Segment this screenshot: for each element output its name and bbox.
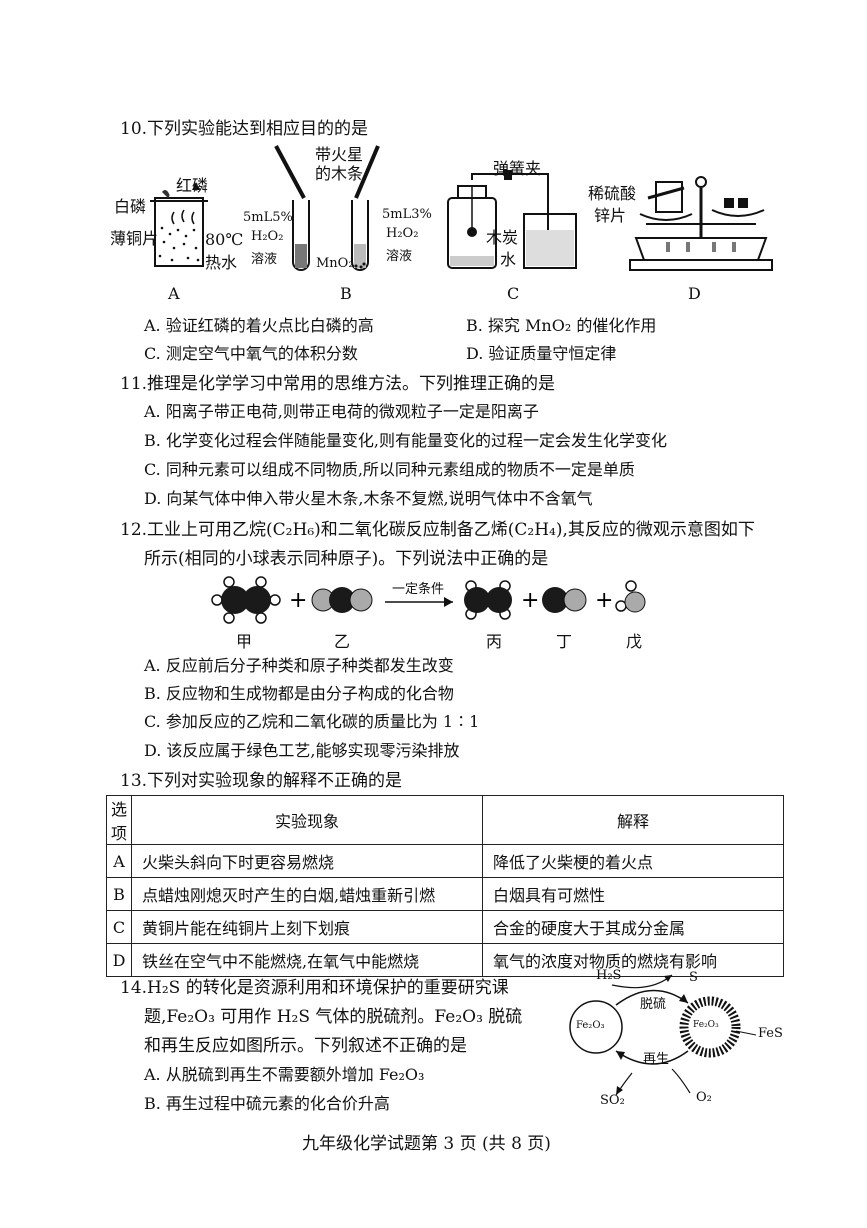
white-phosphorus-label: 白磷 (114, 197, 147, 216)
row-phenomenon: 火柴头斜向下时更容易燃烧 (131, 844, 483, 878)
q10-figure-a (150, 182, 208, 267)
figure-d-caption: D (688, 284, 701, 303)
q11-option-a: A. 阳离子带正电荷,则带正电荷的微观粒子一定是阳离子 (144, 402, 539, 421)
s-label: S (689, 970, 698, 985)
copper-sheet-label: 薄铜片 (110, 229, 159, 248)
hot-water-label: 热水 (205, 253, 238, 272)
row-explanation: 降低了火柴梗的着火点 (482, 844, 784, 878)
q10-stem: 10.下列实验能达到相应目的的是 (120, 119, 369, 139)
charcoal-label: 木炭 (486, 228, 519, 247)
molecule-label-ding: 丁 (556, 632, 573, 651)
row-explanation: 白烟具有可燃性 (482, 877, 784, 911)
temperature-label: 80℃ (205, 230, 244, 249)
water-label: 水 (500, 250, 517, 269)
q10-option-a: A. 验证红磷的着火点比白磷的高 (144, 316, 374, 335)
q12-option-d: D. 该反应属于绿色工艺,能够实现零污染排放 (144, 741, 460, 760)
svg-text:+: + (595, 588, 613, 613)
q11-option-c: C. 同种元素可以组成不同物质,所以同种元素组成的物质不一定是单质 (144, 460, 635, 479)
right-tube-label-3: 溶液 (386, 249, 413, 264)
q14-option-b: B. 再生过程中硫元素的化合价升高 (144, 1094, 390, 1113)
q12-stem-line2: 所示(相同的小球表示同种原子)。下列说法中正确的是 (144, 549, 549, 569)
so2-label: SO₂ (600, 1093, 625, 1108)
condition-label: 一定条件 (392, 582, 445, 597)
q12-molecular-diagram: + + + (211, 576, 646, 624)
row-phenomenon: 黄铜片能在纯铜片上刻下划痕 (131, 910, 483, 944)
table-row: C 黄铜片能在纯铜片上刻下划痕 合金的硬度大于其成分金属 (106, 910, 784, 944)
spring-clamp-label: 弹簧夹 (493, 159, 542, 178)
q10-figure-b (274, 145, 380, 271)
red-phosphorus-label: 红磷 (176, 176, 209, 195)
regeneration-label: 再生 (643, 1052, 670, 1067)
table-row: B 点蜡烛刚熄灭时产生的白烟,蜡烛重新引燃 白烟具有可燃性 (106, 877, 784, 911)
q14-stem-line2: 题,Fe₂O₃ 可用作 H₂S 气体的脱硫剂。Fe₂O₃ 脱硫 (144, 1007, 523, 1027)
row-option: A (106, 844, 132, 878)
desulfurization-label: 脱硫 (640, 997, 667, 1012)
splint-label-line1: 带火星 (315, 145, 364, 164)
table-row: D 铁丝在空气中不能燃烧,在氧气中能燃烧 氧气的浓度对物质的燃烧有影响 (106, 943, 784, 977)
q14-stem-line3: 和再生反应如图所示。下列叙述不正确的是 (144, 1036, 467, 1056)
fe2o3-right-label: Fe₂O₃ (693, 1020, 719, 1030)
q12-stem-line1: 12.工业上可用乙烷(C₂H₆)和二氧化碳反应制备乙烯(C₂H₄),其反应的微观… (120, 520, 755, 540)
right-tube-label-2: H₂O₂ (386, 226, 419, 241)
row-explanation: 氧气的浓度对物质的燃烧有影响 (482, 943, 784, 977)
dilute-sulfuric-acid-label: 稀硫酸 (588, 184, 637, 203)
left-tube-label-2: H₂O₂ (251, 229, 284, 244)
figure-b-caption: B (340, 284, 352, 303)
svg-text:+: + (289, 588, 307, 613)
q14-option-a: A. 从脱硫到再生不需要额外增加 Fe₂O₃ (144, 1065, 425, 1084)
header-explanation: 解释 (482, 795, 784, 845)
header-phenomenon: 实验现象 (131, 795, 483, 845)
q14-cycle-diagram (569, 974, 757, 1096)
table-header-row: 选项 实验现象 解释 (106, 795, 784, 845)
q12-option-b: B. 反应物和生成物都是由分子构成的化合物 (144, 684, 454, 703)
q10-figure-d (629, 176, 773, 271)
mno2-label: MnO₂ (316, 256, 354, 271)
molecule-label-jia: 甲 (236, 632, 253, 651)
o2-label: O₂ (696, 1090, 712, 1105)
q11-option-b: B. 化学变化过程会伴随能量变化,则有能量变化的过程一定会发生化学变化 (144, 431, 668, 450)
q12-option-c: C. 参加反应的乙烷和二氧化碳的质量比为 1∶1 (144, 712, 480, 731)
svg-text:+: + (521, 588, 539, 613)
q11-stem: 11.推理是化学学习中常用的思维方法。下列推理正确的是 (120, 374, 556, 394)
q13-table: 选项 实验现象 解释 A 火柴头斜向下时更容易燃烧 降低了火柴梗的着火点 B 点… (106, 795, 784, 977)
zinc-label: 锌片 (594, 206, 627, 225)
h2s-label: H₂S (596, 968, 622, 983)
row-phenomenon: 点蜡烛刚熄灭时产生的白烟,蜡烛重新引燃 (131, 877, 483, 911)
q10-option-b: B. 探究 MnO₂ 的催化作用 (466, 316, 657, 335)
molecule-label-bing: 丙 (486, 632, 503, 651)
left-tube-label-1: 5mL5% (243, 210, 293, 225)
molecule-label-yi: 乙 (334, 632, 351, 651)
row-explanation: 合金的硬度大于其成分金属 (482, 910, 784, 944)
page-footer: 九年级化学试题第 3 页 (共 8 页) (302, 1134, 551, 1154)
figure-c-caption: C (507, 284, 520, 303)
right-tube-label-1: 5mL3% (382, 207, 432, 222)
fes-label: FeS (758, 1026, 783, 1041)
left-tube-label-3: 溶液 (251, 252, 278, 267)
row-option: D (106, 943, 132, 977)
figure-a-caption: A (168, 284, 180, 303)
table-row: A 火柴头斜向下时更容易燃烧 降低了火柴梗的着火点 (106, 844, 784, 878)
q10-option-d: D. 验证质量守恒定律 (466, 344, 617, 363)
fe2o3-left-label: Fe₂O₃ (576, 1020, 605, 1031)
q14-stem-line1: 14.H₂S 的转化是资源利用和环境保护的重要研究课 (120, 978, 509, 998)
header-option: 选项 (106, 795, 132, 845)
q13-stem: 13.下列对实验现象的解释不正确的是 (120, 771, 403, 791)
q12-option-a: A. 反应前后分子种类和原子种类都发生改变 (144, 656, 454, 675)
splint-label-line2: 的木条 (315, 164, 364, 183)
q10-option-c: C. 测定空气中氧气的体积分数 (144, 344, 358, 363)
row-phenomenon: 铁丝在空气中不能燃烧,在氧气中能燃烧 (131, 943, 483, 977)
row-option: B (106, 877, 132, 911)
molecule-label-wu: 戊 (626, 632, 643, 651)
row-option: C (106, 910, 132, 944)
q11-option-d: D. 向某气体中伸入带火星木条,木条不复燃,说明气体中不含氧气 (144, 489, 593, 508)
q10-figure-c (447, 170, 577, 269)
